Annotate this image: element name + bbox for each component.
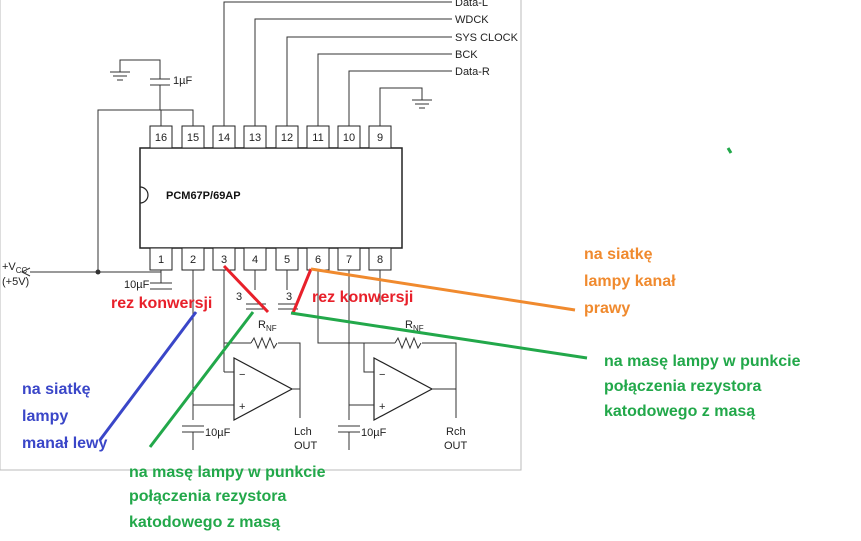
pin-13: 13 bbox=[249, 132, 261, 144]
vcc-label: +VCC bbox=[2, 261, 28, 275]
svg-text:na siatkę: na siatkę bbox=[22, 381, 91, 398]
svg-text:na masę lampy w punkcie: na masę lampy w punkcie bbox=[129, 464, 326, 481]
siatka-prawy-text: na siatkę lampy kanał prawy bbox=[584, 246, 676, 317]
opamp-left: − + RNF 10µF Lch OUT bbox=[182, 300, 318, 452]
cap-small-b-label: 3 bbox=[286, 291, 292, 303]
green-dot bbox=[726, 147, 733, 154]
signal-bus: Data-L WDCK SYS CLOCK BCK Data-R bbox=[223, 0, 519, 126]
masa-lewy-text: na masę lampy w punkcie połączenia rezys… bbox=[129, 464, 326, 531]
rch-out-1: Rch bbox=[446, 426, 466, 438]
svg-text:katodowego z masą: katodowego z masą bbox=[129, 514, 280, 531]
svg-text:połączenia rezystora: połączenia rezystora bbox=[129, 488, 287, 505]
pin-4: 4 bbox=[252, 254, 258, 266]
ic-notch bbox=[139, 186, 149, 204]
svg-text:−: − bbox=[379, 369, 385, 381]
cap-1uf: 1µF bbox=[110, 59, 194, 126]
top-pins: 16 15 14 13 12 11 10 9 bbox=[149, 125, 392, 149]
annotation-lines bbox=[98, 147, 733, 448]
svg-text:połączenia rezystora: połączenia rezystora bbox=[604, 378, 762, 395]
svg-text:manał lewy: manał lewy bbox=[22, 435, 107, 452]
pin-6: 6 bbox=[315, 254, 321, 266]
cap-1uf-label: 1µF bbox=[173, 75, 192, 87]
pin-9: 9 bbox=[377, 132, 383, 144]
svg-text:lampy: lampy bbox=[22, 408, 68, 425]
bottom-pins: 1 2 3 4 5 6 7 8 bbox=[149, 247, 392, 271]
svg-text:na masę lampy w punkcie: na masę lampy w punkcie bbox=[604, 353, 801, 370]
pin-15: 15 bbox=[187, 132, 199, 144]
signal-bck: BCK bbox=[455, 49, 478, 61]
lch-out-1: Lch bbox=[294, 426, 312, 438]
pin9-ground bbox=[379, 87, 432, 126]
rnf-right-label: RNF bbox=[405, 319, 424, 333]
rnf-left-label: RNF bbox=[258, 319, 277, 333]
pin-10: 10 bbox=[343, 132, 355, 144]
blue-line bbox=[98, 311, 198, 441]
pin-3: 3 bbox=[221, 254, 227, 266]
opamp-right: − + RNF 10µF Rch OUT bbox=[317, 300, 468, 452]
signal-data-l: Data-L bbox=[455, 0, 488, 9]
cap-small-a-label: 3 bbox=[236, 291, 242, 303]
red-line-right bbox=[291, 268, 313, 314]
rch-out-2: OUT bbox=[444, 440, 468, 452]
pin-7: 7 bbox=[346, 254, 352, 266]
svg-text:prawy: prawy bbox=[584, 300, 630, 317]
green-line-left bbox=[148, 311, 255, 448]
signal-data-r: Data-R bbox=[455, 66, 490, 78]
green-line-right bbox=[290, 311, 588, 360]
pin-16: 16 bbox=[155, 132, 167, 144]
pin-5: 5 bbox=[284, 254, 290, 266]
pin-14: 14 bbox=[218, 132, 230, 144]
ic-label: PCM67P/69AP bbox=[166, 190, 241, 202]
lower-wiring: 3 3 bbox=[192, 270, 381, 420]
ic-body bbox=[139, 147, 403, 249]
svg-text:lampy kanał: lampy kanał bbox=[584, 273, 676, 290]
pin-2: 2 bbox=[190, 254, 196, 266]
svg-text:+: + bbox=[239, 401, 245, 413]
cap-10uf-right-label: 10µF bbox=[361, 427, 387, 439]
pin-1: 1 bbox=[158, 254, 164, 266]
schematic-frame bbox=[0, 0, 522, 471]
pin-12: 12 bbox=[281, 132, 293, 144]
lch-out-2: OUT bbox=[294, 440, 318, 452]
signal-sys-clock: SYS CLOCK bbox=[455, 32, 519, 44]
svg-text:katodowego z masą: katodowego z masą bbox=[604, 403, 755, 420]
rez-konwersji-right: rez konwersji bbox=[312, 289, 413, 306]
svg-text:+: + bbox=[379, 401, 385, 413]
vcc-value: (+5V) bbox=[2, 276, 29, 288]
vcc-rail: +VCC (+5V) 10µF bbox=[2, 109, 172, 291]
pin-8: 8 bbox=[377, 254, 383, 266]
cap-10uf-left-label: 10µF bbox=[205, 427, 231, 439]
svg-text:na siatkę: na siatkę bbox=[584, 246, 653, 263]
signal-wdck: WDCK bbox=[455, 14, 489, 26]
svg-text:−: − bbox=[239, 369, 245, 381]
cap-10uf-top-label: 10µF bbox=[124, 279, 150, 291]
rez-konwersji-left: rez konwersji bbox=[111, 295, 212, 312]
masa-prawy-text: na masę lampy w punkcie połączenia rezys… bbox=[604, 353, 801, 420]
orange-line bbox=[310, 267, 576, 312]
red-line-left bbox=[222, 264, 270, 314]
siatka-lewy-text: na siatkę lampy manał lewy bbox=[22, 381, 107, 452]
pin-11: 11 bbox=[312, 132, 323, 144]
